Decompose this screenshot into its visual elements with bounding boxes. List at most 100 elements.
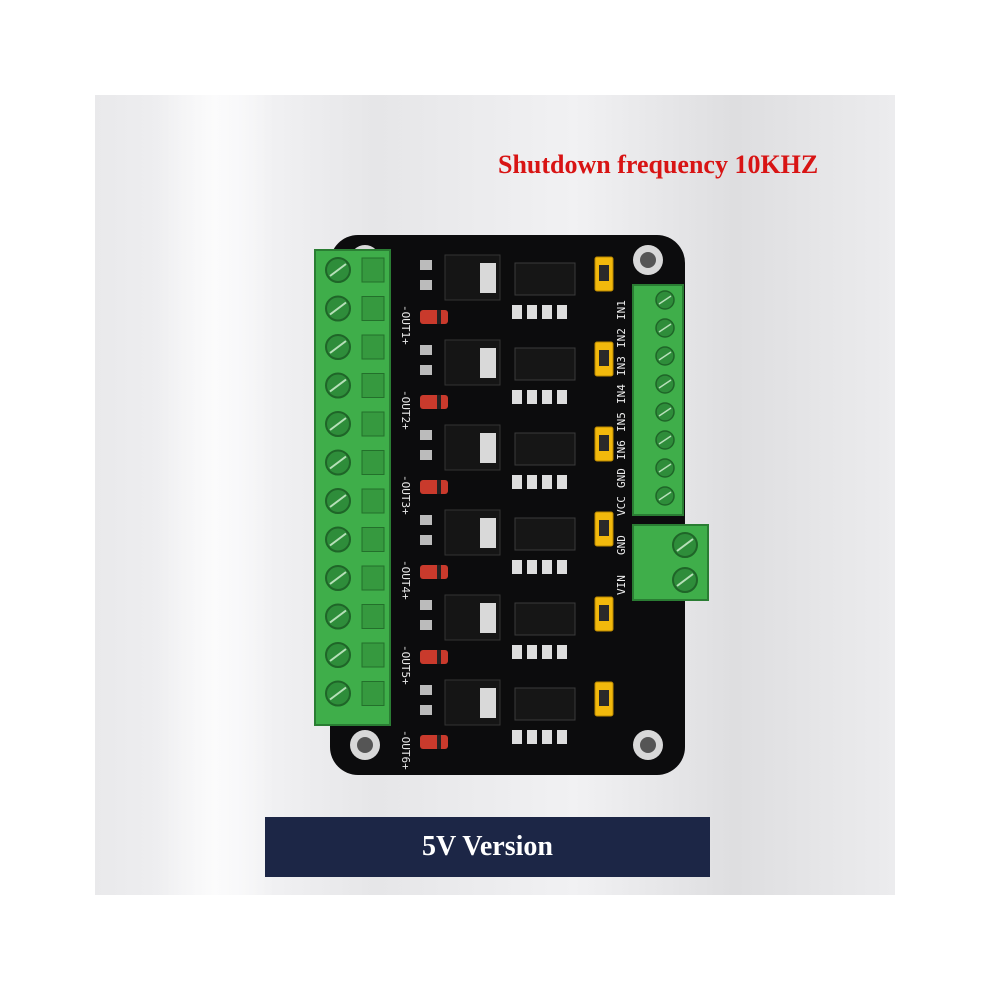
- smd-pad: [420, 515, 432, 525]
- optocoupler: [514, 262, 576, 296]
- resistor-pad: [512, 475, 522, 489]
- mounting-hole: [640, 737, 656, 753]
- screw-slot: [329, 609, 347, 624]
- screw-slot: [658, 351, 672, 361]
- input-label-in1: IN1: [615, 300, 628, 320]
- smd-pad: [420, 600, 432, 610]
- diode: [420, 480, 448, 494]
- screw-slot: [329, 301, 347, 316]
- resistor-pad: [557, 645, 567, 659]
- terminal-clamp: [361, 373, 385, 398]
- screw-slot: [658, 435, 672, 445]
- mosfet-tab: [480, 603, 496, 633]
- resistor-pad: [557, 305, 567, 319]
- resistor-pad: [542, 305, 552, 319]
- resistor-pad: [542, 475, 552, 489]
- diode-band: [437, 310, 441, 324]
- smd-pad: [420, 280, 432, 290]
- diode-band: [437, 565, 441, 579]
- mounting-hole: [357, 737, 373, 753]
- diode: [420, 565, 448, 579]
- diode: [420, 395, 448, 409]
- resistor-pad: [527, 645, 537, 659]
- mounting-hole: [640, 252, 656, 268]
- resistor-pad: [542, 730, 552, 744]
- resistor-pad: [512, 730, 522, 744]
- resistor-pad: [527, 560, 537, 574]
- jumper-pins: [599, 605, 609, 621]
- terminal-clamp: [361, 334, 385, 360]
- input-label-vcc: VCC: [615, 496, 628, 516]
- output-label-4: -OUT4+: [399, 560, 412, 600]
- terminal-clamp: [361, 565, 385, 591]
- terminal-clamp: [361, 257, 385, 283]
- terminal-clamp: [361, 488, 385, 514]
- resistor-pad: [557, 390, 567, 404]
- optocoupler: [514, 687, 576, 721]
- terminal-clamp: [361, 411, 385, 437]
- terminal-clamp: [361, 450, 385, 475]
- power-terminal-block: [632, 524, 709, 601]
- output-label-6: -OUT6+: [399, 730, 412, 770]
- input-label-in4: IN4: [615, 384, 628, 404]
- terminal-clamp: [361, 681, 385, 706]
- input-terminal-block: [632, 284, 684, 516]
- screw-slot: [329, 417, 347, 431]
- screw-slot: [658, 463, 672, 473]
- screw-slot: [676, 573, 694, 587]
- screw-slot: [329, 686, 347, 701]
- smd-pad: [420, 450, 432, 460]
- jumper-pins: [599, 520, 609, 536]
- screw-slot: [658, 379, 672, 389]
- resistor-pad: [512, 305, 522, 319]
- screw-slot: [329, 378, 347, 393]
- resistor-pad: [557, 475, 567, 489]
- screw-slot: [329, 648, 347, 662]
- resistor-pad: [542, 560, 552, 574]
- output-label-5: -OUT5+: [399, 645, 412, 685]
- smd-pad: [420, 705, 432, 715]
- relay-board-illustration: -OUT1+ -OUT2+ -OUT3+ -OUT4+ -OUT5+ -OUT6+ IN1I…: [314, 235, 709, 775]
- version-label: 5V Version: [422, 831, 553, 862]
- resistor-pad: [527, 390, 537, 404]
- terminal-clamp: [361, 296, 385, 321]
- optocoupler: [514, 347, 576, 381]
- output-label-3: -OUT3+: [399, 475, 412, 515]
- optocoupler: [514, 432, 576, 466]
- mosfet-tab: [480, 688, 496, 718]
- headline-text: Shutdown frequency 10KHZ: [498, 150, 819, 179]
- diode-band: [437, 735, 441, 749]
- input-label-in3: IN3: [615, 356, 628, 376]
- terminal-clamp: [361, 527, 385, 552]
- diode: [420, 310, 448, 324]
- smd-pad: [420, 430, 432, 440]
- mosfet-tab: [480, 263, 496, 293]
- input-label-in2: IN2: [615, 328, 628, 348]
- jumper-pins: [599, 265, 609, 281]
- screw-slot: [329, 455, 347, 470]
- optocoupler: [514, 602, 576, 636]
- mosfet-tab: [480, 433, 496, 463]
- resistor-pad: [542, 645, 552, 659]
- smd-pad: [420, 260, 432, 270]
- background-highlight: [155, 95, 275, 895]
- smd-pad: [420, 365, 432, 375]
- output-label-2: -OUT2+: [399, 390, 412, 430]
- version-banner: 5V Version: [265, 817, 710, 877]
- screw-slot: [329, 532, 347, 547]
- resistor-pad: [527, 730, 537, 744]
- terminal-clamp: [361, 642, 385, 668]
- smd-pad: [420, 345, 432, 355]
- screw-slot: [658, 323, 672, 333]
- diode-band: [437, 395, 441, 409]
- jumper-pins: [599, 435, 609, 451]
- mosfet-tab: [480, 518, 496, 548]
- screw-slot: [658, 491, 672, 501]
- diode: [420, 650, 448, 664]
- resistor-pad: [542, 390, 552, 404]
- resistor-pad: [512, 645, 522, 659]
- input-label-in5: IN5: [615, 412, 628, 432]
- output-label-1: -OUT1+: [399, 305, 412, 345]
- screw-slot: [676, 538, 694, 552]
- resistor-pad: [557, 560, 567, 574]
